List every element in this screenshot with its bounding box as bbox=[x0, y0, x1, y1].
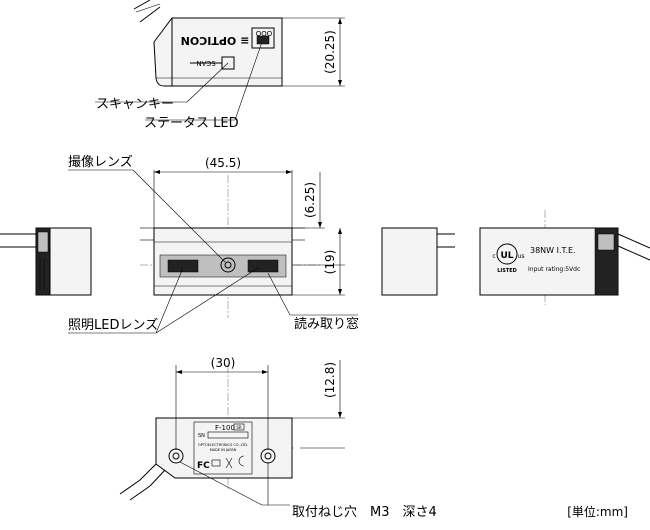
top-view: OOO ≡ OPTICON SCAN (20.25) スキャンキー ステータス … bbox=[95, 0, 345, 131]
ul-mark bbox=[496, 243, 518, 265]
device-label-plate bbox=[193, 421, 253, 475]
read-window-label: 読み取り窓 bbox=[294, 316, 359, 332]
rating-text: Input rating:5Vdc bbox=[528, 266, 580, 273]
brand-text: ≡ OPTICON bbox=[181, 34, 250, 47]
dim-width-front: (45.5) bbox=[205, 156, 241, 170]
dim-lens-offset: (6.25) bbox=[303, 182, 317, 218]
ul-text: UL bbox=[500, 251, 513, 261]
dim-hole-offset: (12.8) bbox=[323, 362, 337, 398]
camera-lens-label: 撮像レンズ bbox=[68, 154, 133, 170]
left-side-view bbox=[0, 227, 92, 296]
listed-text: LISTED bbox=[497, 268, 517, 274]
right-side-body bbox=[381, 227, 438, 296]
dim-hole-pitch: (30) bbox=[211, 356, 236, 370]
scan-text: SCAN bbox=[196, 59, 215, 67]
sr-text: SR bbox=[236, 425, 242, 430]
model-text: F-100 bbox=[215, 424, 235, 432]
dim-front-height: (19) bbox=[323, 250, 337, 275]
ul-c-text: c bbox=[492, 253, 495, 260]
illum-led-lens-label: 照明LEDレンズ bbox=[68, 317, 158, 333]
svg-text:OOO: OOO bbox=[256, 30, 273, 38]
scan-key-label: スキャンキー bbox=[96, 97, 174, 112]
mount-hole-label: 取付ねじ穴 M3 深さ4 bbox=[292, 505, 437, 520]
top-view-body bbox=[153, 17, 283, 87]
sn-text: SN bbox=[198, 433, 205, 439]
made-in-text: MADE IN JAPAN bbox=[210, 448, 237, 452]
rear-view: UL c us LISTED 38NW I.T.E. Input rating:… bbox=[479, 210, 650, 305]
ul-us-text: us bbox=[518, 253, 525, 260]
maker-text: OPTOELECTRONICS CO.,LTD. bbox=[198, 443, 248, 447]
camera-lens bbox=[220, 257, 236, 273]
dim-height-top: (20.25) bbox=[323, 30, 337, 74]
status-led-label: ステータス LED bbox=[144, 116, 239, 131]
fc-text: FC bbox=[197, 461, 210, 471]
right-side-view bbox=[381, 227, 455, 296]
status-led-window bbox=[251, 27, 275, 49]
unit-label: [単位:mm] bbox=[567, 504, 628, 519]
bottom-view: F-100 SR SN OPTOELECTRONICS CO.,LTD. MAD… bbox=[119, 356, 437, 520]
ite-text: 38NW I.T.E. bbox=[530, 246, 576, 255]
front-view: (45.5) (6.25) (19) 撮像レンズ 照明LEDレンズ 読み取り窓 bbox=[68, 154, 359, 334]
